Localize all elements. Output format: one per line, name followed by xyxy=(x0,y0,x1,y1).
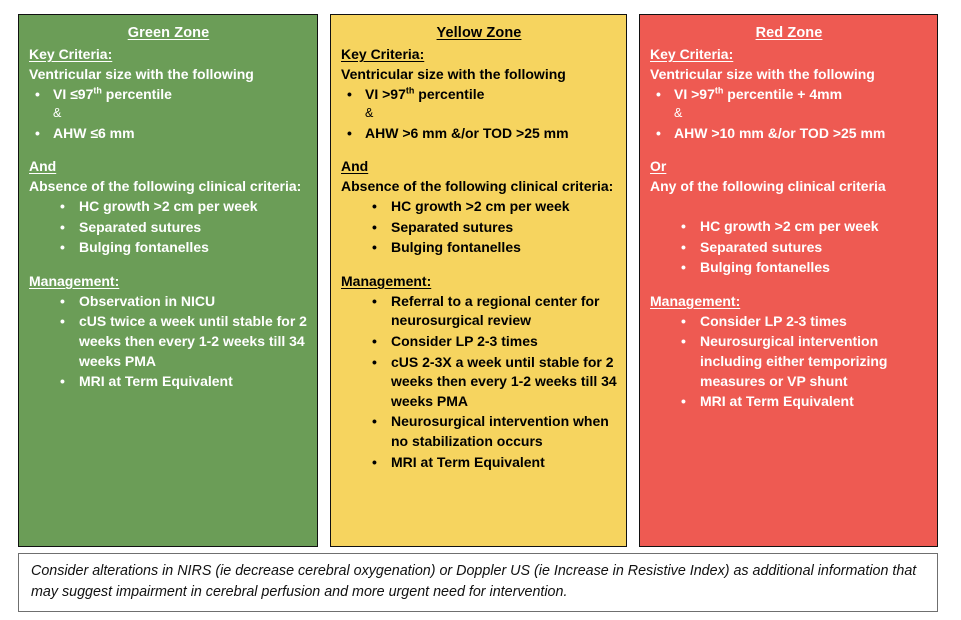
list-item: VI ≤97th percentile xyxy=(29,85,308,105)
list-item: Separated sutures xyxy=(29,218,308,238)
zone-title-yellow: Yellow Zone xyxy=(436,25,522,41)
zone-card-green: Green Zone Key Criteria: Ventricular siz… xyxy=(18,14,318,547)
key-criteria-intro-yellow: Ventricular size with the following xyxy=(341,65,566,82)
list-item: VI >97th percentile + 4mm xyxy=(650,85,928,105)
clinical-intro-green: Absence of the following clinical criter… xyxy=(29,178,302,195)
criteria-text: VI ≤97 xyxy=(53,85,94,102)
zone-card-yellow: Yellow Zone Key Criteria: Ventricular si… xyxy=(330,14,627,547)
list-item: VI >97th percentile xyxy=(341,85,617,105)
ordinal-suffix: th xyxy=(405,85,415,96)
clinical-intro-yellow: Absence of the following clinical criter… xyxy=(341,178,614,195)
criteria-text-after: percentile + 4mm xyxy=(723,85,843,102)
list-item: cUS twice a week until stable for 2 week… xyxy=(29,312,308,371)
spacer xyxy=(341,144,617,157)
key-criteria-label-red: Key Criteria: xyxy=(650,46,734,62)
criteria-text-after: percentile xyxy=(414,85,485,102)
list-item: MRI at Term Equivalent xyxy=(29,372,308,392)
criteria-text-after: percentile xyxy=(101,85,172,102)
key-criteria-label-green: Key Criteria: xyxy=(29,46,113,62)
list-item: HC growth >2 cm per week xyxy=(650,217,928,237)
criteria-text: AHW >6 mm &/or TOD >25 mm xyxy=(365,124,569,141)
list-item: AHW >10 mm &/or TOD >25 mm xyxy=(650,124,928,144)
conjunction-yellow: And xyxy=(341,158,369,175)
clinical-criteria-list-red: HC growth >2 cm per week Separated sutur… xyxy=(650,217,928,278)
key-criteria-intro-green: Ventricular size with the following xyxy=(29,65,254,82)
key-criteria-list-yellow: VI >97th percentile & AHW >6 mm &/or TOD… xyxy=(341,85,617,144)
list-item: Observation in NICU xyxy=(29,292,308,312)
zone-card-red: Red Zone Key Criteria: Ventricular size … xyxy=(639,14,938,547)
list-item: cUS 2-3X a week until stable for 2 weeks… xyxy=(341,353,617,412)
spacer xyxy=(650,144,928,157)
criteria-text: VI >97 xyxy=(365,85,406,102)
management-list-yellow: Referral to a regional center for neuros… xyxy=(341,292,617,472)
list-item-ampersand: & xyxy=(674,106,683,121)
conjunction-red: Or xyxy=(650,158,667,175)
spacer xyxy=(341,259,617,272)
management-list-red: Consider LP 2-3 times Neurosurgical inte… xyxy=(650,312,928,412)
clinical-criteria-list-yellow: HC growth >2 cm per week Separated sutur… xyxy=(341,197,617,258)
zone-title-red: Red Zone xyxy=(755,25,823,41)
management-label-green: Management: xyxy=(29,272,120,289)
criteria-text: AHW ≤6 mm xyxy=(53,124,135,141)
zones-container: Green Zone Key Criteria: Ventricular siz… xyxy=(0,0,961,552)
spacer xyxy=(29,144,308,157)
list-item: HC growth >2 cm per week xyxy=(341,197,617,217)
zone-title-green: Green Zone xyxy=(127,25,210,41)
list-item: Separated sutures xyxy=(650,238,928,258)
spacer xyxy=(29,259,308,272)
list-item: Neurosurgical intervention including eit… xyxy=(650,332,928,391)
list-item: AHW >6 mm &/or TOD >25 mm xyxy=(341,124,617,144)
key-criteria-list-green: VI ≤97th percentile & AHW ≤6 mm xyxy=(29,85,308,144)
list-item: HC growth >2 cm per week xyxy=(29,197,308,217)
spacer xyxy=(650,197,928,217)
key-criteria-intro-red: Ventricular size with the following xyxy=(650,65,875,82)
criteria-text: AHW >10 mm &/or TOD >25 mm xyxy=(674,124,886,141)
list-item: AHW ≤6 mm xyxy=(29,124,308,144)
criteria-text: VI >97 xyxy=(674,85,715,102)
list-item: Consider LP 2-3 times xyxy=(341,332,617,352)
list-item: Consider LP 2-3 times xyxy=(650,312,928,332)
management-label-yellow: Management: xyxy=(341,272,432,289)
clinical-intro-red: Any of the following clinical criteria xyxy=(650,178,886,195)
conjunction-green: And xyxy=(29,158,57,175)
key-criteria-label-yellow: Key Criteria: xyxy=(341,46,425,62)
list-item: Bulging fontanelles xyxy=(29,238,308,258)
ordinal-suffix: th xyxy=(714,85,724,96)
clinical-criteria-list-green: HC growth >2 cm per week Separated sutur… xyxy=(29,197,308,258)
management-label-red: Management: xyxy=(650,292,741,309)
spacer xyxy=(650,279,928,292)
list-item: Bulging fontanelles xyxy=(341,238,617,258)
footer-note-text: Consider alterations in NIRS (ie decreas… xyxy=(31,563,917,600)
key-criteria-list-red: VI >97th percentile + 4mm & AHW >10 mm &… xyxy=(650,85,928,144)
list-item: MRI at Term Equivalent xyxy=(341,453,617,473)
list-item-ampersand: & xyxy=(365,106,374,121)
list-item-ampersand: & xyxy=(53,106,62,121)
list-item: Referral to a regional center for neuros… xyxy=(341,292,617,331)
list-item: MRI at Term Equivalent xyxy=(650,392,928,412)
list-item: Separated sutures xyxy=(341,218,617,238)
management-list-green: Observation in NICU cUS twice a week unt… xyxy=(29,292,308,392)
footer-note-box: Consider alterations in NIRS (ie decreas… xyxy=(18,553,938,612)
list-item: Bulging fontanelles xyxy=(650,258,928,278)
ordinal-suffix: th xyxy=(93,85,102,96)
list-item: Neurosurgical intervention when no stabi… xyxy=(341,412,617,451)
